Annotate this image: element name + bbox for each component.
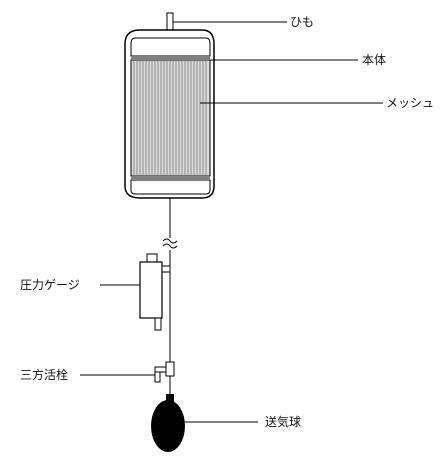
mesh [130,59,211,177]
three-way-valve [154,361,175,383]
label-string: ひも [290,15,314,29]
label-pressure-gauge: 圧力ゲージ [20,278,80,292]
label-three-way-valve: 三方活栓 [20,367,68,382]
air-bulb [151,394,185,452]
pressure-gauge [139,253,171,331]
string-loop [166,12,174,33]
label-body: 本体 [362,53,386,67]
leader-lines [80,21,383,423]
label-bulb: 送気球 [265,414,301,429]
label-mesh: メッシュ [386,96,434,110]
tube-break-symbol [162,238,178,249]
